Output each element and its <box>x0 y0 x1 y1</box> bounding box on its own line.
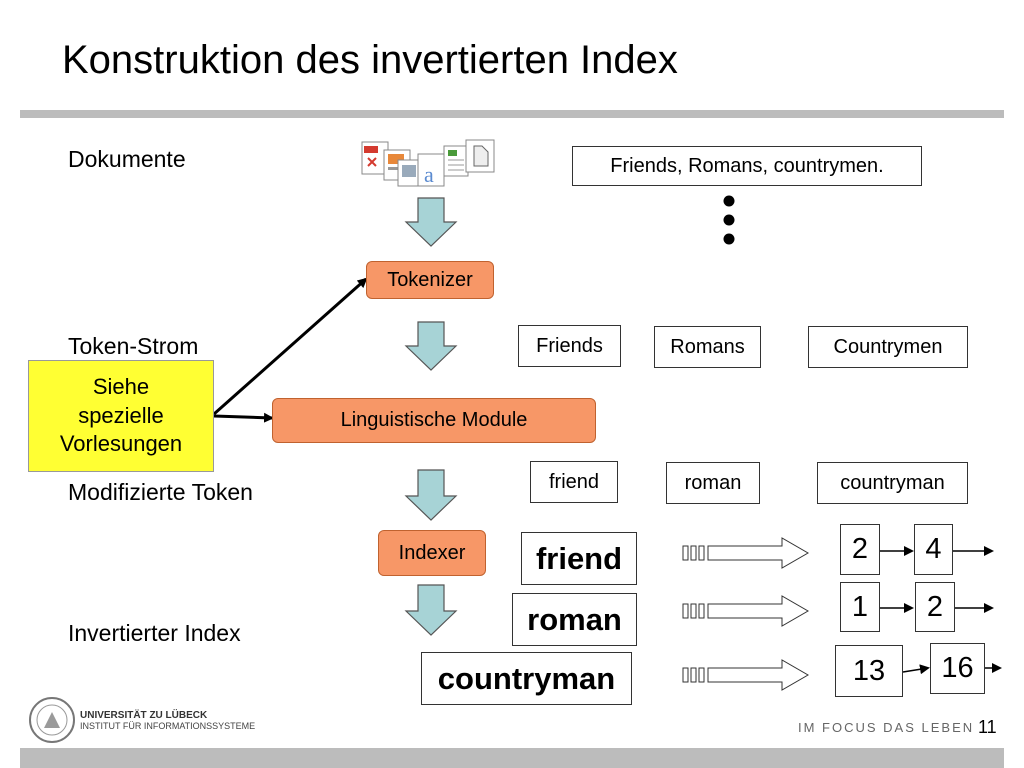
university-seal <box>29 697 75 743</box>
posting-box: 13 <box>835 645 903 697</box>
text-file-icon: a <box>417 153 445 187</box>
row-label-documents: Dokumente <box>68 146 186 172</box>
modified-token-box: roman <box>666 462 760 504</box>
modified-token-box: friend <box>530 461 618 503</box>
lecture-note-box: Siehe spezielle Vorlesungen <box>28 360 214 472</box>
row-label-inverted-index: Invertierter Index <box>68 620 241 646</box>
document-icon <box>465 139 495 173</box>
university-title: UNIVERSITÄT ZU LÜBECK <box>80 710 208 721</box>
tokenizer-box: Tokenizer <box>366 261 494 299</box>
page-number: 11 <box>978 717 997 737</box>
posting-box: 16 <box>930 643 985 694</box>
pointer-arrow <box>682 595 810 627</box>
university-name: UNIVERSITÄT ZU LÜBECK INSTITUT FÜR INFOR… <box>80 710 255 732</box>
flow-arrow <box>404 321 458 371</box>
spreadsheet-icon <box>443 145 469 177</box>
index-term-box: countryman <box>421 652 632 705</box>
note-arrows <box>213 277 368 423</box>
index-term-box: roman <box>512 593 637 646</box>
pointer-arrow <box>682 537 810 569</box>
posting-box: 2 <box>840 524 880 575</box>
svg-text:a: a <box>424 162 434 187</box>
posting-box: 4 <box>914 524 953 575</box>
flow-arrow <box>404 197 458 247</box>
ellipsis-dots <box>723 195 735 245</box>
slide-title: Konstruktion des invertierten Index <box>62 38 678 82</box>
flow-arrow <box>404 584 458 636</box>
title-rule <box>20 110 1004 118</box>
posting-links <box>880 546 1002 675</box>
institute-name: INSTITUT FÜR INFORMATIONSSYSTEME <box>80 721 256 731</box>
document-icon <box>383 149 411 181</box>
note-line: Siehe <box>92 374 150 400</box>
note-line: spezielle <box>78 402 164 428</box>
document-icons: a <box>361 139 495 187</box>
row-label-modified-tokens: Modifizierte Token <box>68 479 253 505</box>
pointer-arrow <box>682 659 810 691</box>
token-box: Friends <box>518 325 621 367</box>
token-box: Countrymen <box>808 326 968 368</box>
modified-token-box: countryman <box>817 462 968 504</box>
flow-arrow <box>404 469 458 521</box>
row-label-token-stream: Token-Strom <box>68 333 199 359</box>
document-text-box: Friends, Romans, countrymen. <box>572 146 922 186</box>
posting-box: 1 <box>840 582 880 632</box>
bottom-bar <box>20 748 1004 768</box>
token-box: Romans <box>654 326 761 368</box>
note-line: Vorlesungen <box>59 431 183 457</box>
index-term-box: friend <box>521 532 637 585</box>
posting-box: 2 <box>915 582 955 632</box>
footer-slogan: IM FOCUS DAS LEBEN <box>798 720 975 735</box>
linguistic-modules-box: Linguistische Module <box>272 398 596 443</box>
indexer-box: Indexer <box>378 530 486 576</box>
